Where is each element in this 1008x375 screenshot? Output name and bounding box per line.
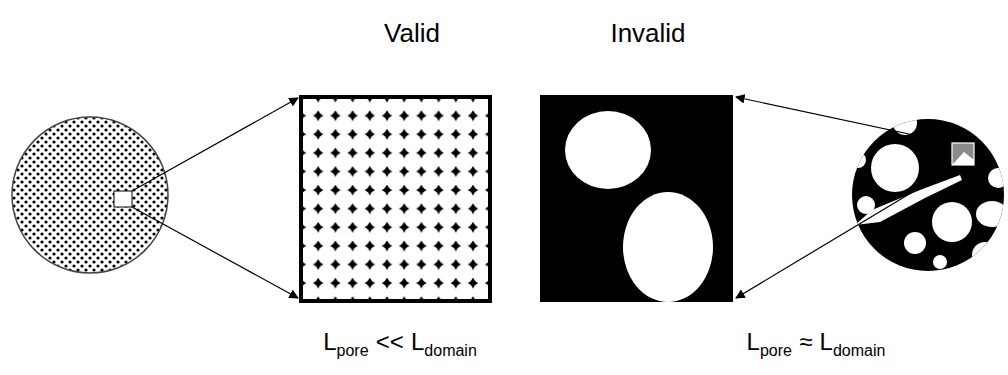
zoom-line: [132, 207, 298, 298]
label-text: L: [323, 328, 336, 355]
zoom-line: [736, 166, 956, 298]
subscript: domain: [833, 342, 885, 359]
label-text: Valid: [384, 18, 440, 48]
label-text: L: [820, 328, 833, 355]
subscript: pore: [760, 342, 792, 359]
label-text: <<: [376, 328, 404, 355]
porous-disk: [850, 111, 1008, 271]
zoom-line: [736, 97, 951, 143]
label-text: L: [747, 328, 760, 355]
scale-condition: Lpore << Ldomain: [323, 328, 477, 360]
porous-disk: [12, 117, 168, 273]
label-text: L: [411, 328, 424, 355]
scale-condition: Lpore ≈ Ldomain: [747, 328, 886, 360]
label-text: ≈: [799, 328, 812, 355]
invalid-domain: [540, 95, 733, 302]
subscript: domain: [424, 342, 476, 359]
subscript: pore: [337, 342, 369, 359]
zoom-line: [132, 98, 298, 191]
label-text: Invalid: [610, 18, 685, 48]
column-heading: Valid: [384, 18, 440, 49]
column-heading: Invalid: [610, 18, 685, 49]
valid-domain: [301, 97, 490, 301]
